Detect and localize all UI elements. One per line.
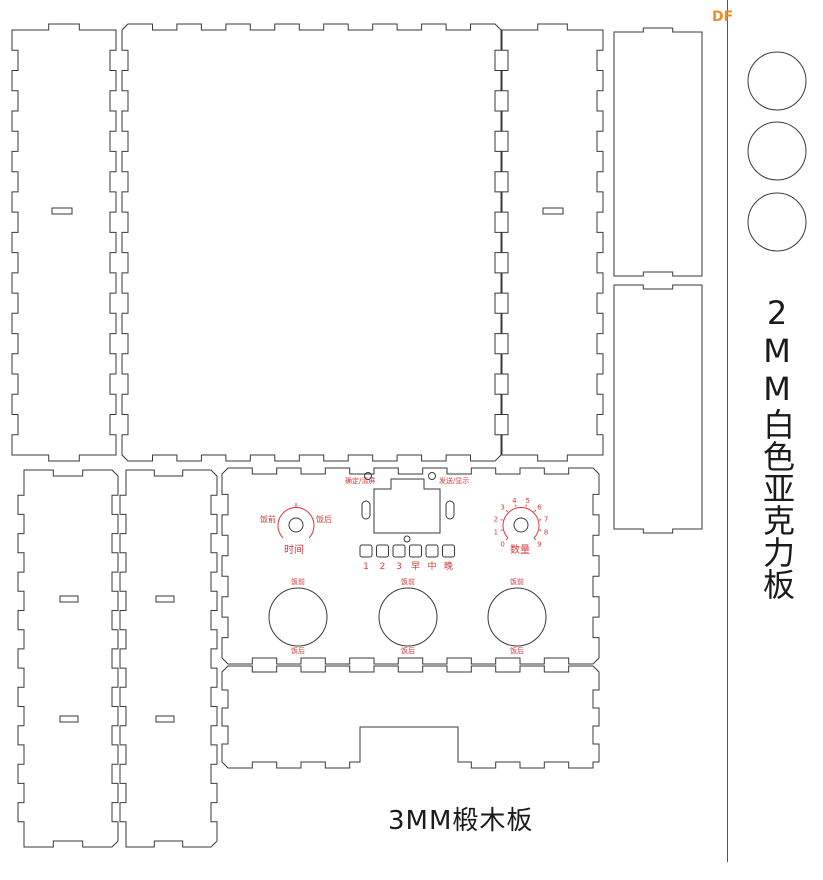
keypad-label: 晚: [444, 561, 453, 572]
quantity-scale-tick: [505, 538, 508, 541]
slot-left: [361, 500, 371, 520]
plywood-material-label: 3MM椴木板: [388, 806, 534, 836]
quantity-caption: 数量: [510, 543, 530, 556]
quantity-scale-label: 5: [525, 497, 529, 505]
quantity-scale-tick: [500, 519, 503, 521]
time-knob-arc: [277, 507, 315, 539]
send-display-label: 发送/显示: [439, 476, 469, 485]
acrylic-material-label: 2MM白色亚克力板: [758, 294, 796, 600]
keypad-button: [376, 544, 389, 558]
acrylic-strip-bottom: [613, 284, 703, 534]
partition-left: [17, 469, 119, 848]
brand-logo: DF: [712, 9, 734, 25]
compartment-hole: [268, 587, 328, 647]
quantity-scale-label: 2: [494, 515, 498, 523]
slot: [542, 207, 564, 215]
side-panel-left: [11, 23, 117, 462]
compartment-hole: [487, 587, 547, 647]
slot: [59, 715, 79, 723]
compartment-top-label: 饭前: [291, 577, 305, 586]
quantity-scale-label: 8: [544, 529, 548, 537]
quantity-knob-hole: [513, 517, 529, 533]
slot: [155, 595, 175, 603]
quantity-scale-tick: [534, 509, 537, 512]
compartment-top-label: 饭前: [510, 577, 524, 586]
slot: [51, 207, 73, 215]
quantity-scale-label: 7: [544, 515, 548, 523]
quantity-scale-tick: [539, 519, 542, 521]
keypad-button: [392, 544, 406, 558]
compartment-bottom-label: 饭后: [510, 646, 524, 655]
keypad-label: 3: [396, 562, 402, 572]
confirm-clear-label: 确定/清屏: [345, 476, 375, 485]
time-knob-hole: [288, 517, 304, 533]
quantity-scale-tick: [539, 529, 542, 531]
compartment-bottom-label: 饭后: [291, 646, 305, 655]
keypad-button: [425, 544, 439, 558]
display-window: [373, 478, 441, 534]
side-panel-right: [501, 23, 604, 462]
quantity-scale-label: 3: [500, 504, 504, 512]
quantity-scale-label: 1: [494, 529, 498, 537]
keypad-button: [409, 544, 422, 558]
material-divider: [727, 0, 728, 862]
sensor-hole: [403, 535, 411, 543]
acrylic-disc-3: [747, 192, 807, 252]
keypad-button: [359, 544, 373, 558]
quantity-scale-tick: [500, 529, 503, 531]
acrylic-disc-2: [747, 121, 807, 181]
acrylic-disc-1: [747, 51, 807, 111]
keypad-label: 2: [380, 562, 386, 572]
slot-right: [445, 500, 455, 520]
compartment-top-label: 饭前: [401, 577, 415, 586]
front-panel: [221, 467, 600, 665]
button-hole-left: [364, 472, 372, 480]
time-before-meal-label: 饭前: [260, 514, 276, 524]
quantity-scale-tick: [525, 504, 527, 507]
acrylic-strip-top: [613, 27, 703, 277]
quantity-scale-label: 9: [537, 540, 541, 548]
keypad-label: 1: [363, 562, 369, 572]
time-after-meal-label: 饭后: [316, 514, 332, 524]
quantity-knob-arc: [502, 507, 540, 539]
compartment-bottom-label: 饭后: [401, 646, 415, 655]
quantity-scale-label: 6: [537, 504, 542, 512]
button-hole-right: [428, 472, 436, 480]
time-caption: 时间: [284, 543, 304, 556]
keypad-label: 中: [427, 560, 436, 572]
quantity-scale-tick: [505, 509, 508, 512]
partition-middle: [119, 469, 218, 848]
cut-panels: [11, 23, 703, 848]
quantity-scale-tick: [515, 504, 517, 507]
quantity-scale-tick: [534, 538, 537, 541]
slot: [59, 595, 79, 603]
keypad-label: 早: [411, 561, 420, 572]
slot: [155, 715, 175, 723]
quantity-scale-label: 0: [500, 540, 504, 548]
keypad-button: [442, 544, 455, 558]
quantity-scale-label: 4: [512, 497, 517, 505]
compartment-hole: [378, 587, 438, 647]
base-panel: [221, 665, 600, 769]
top-panel: [121, 23, 502, 462]
